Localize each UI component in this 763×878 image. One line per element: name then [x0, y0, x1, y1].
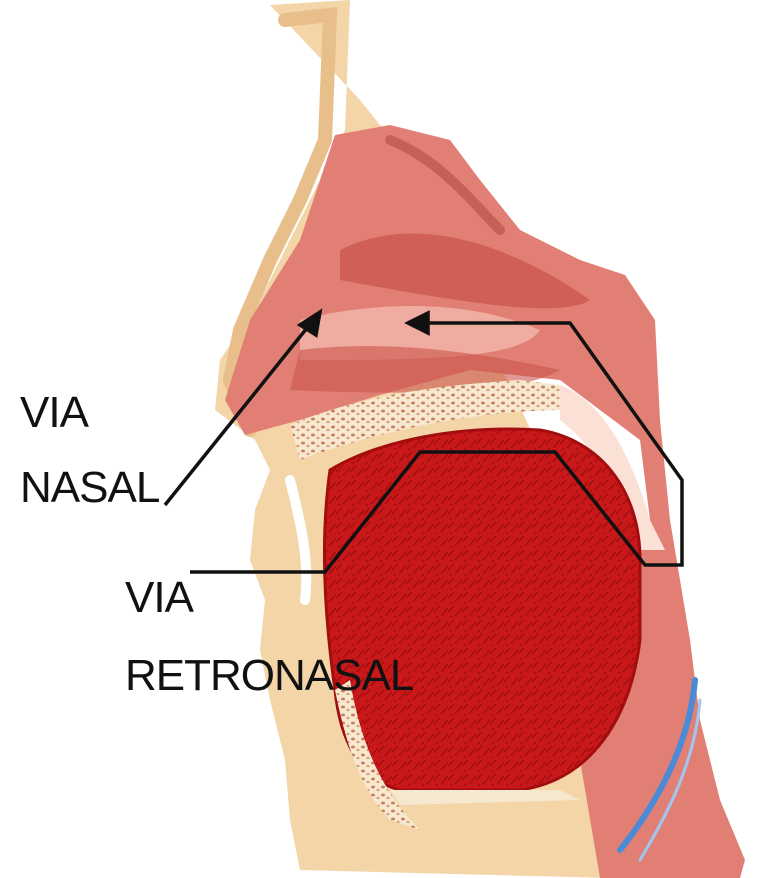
via-nasal-label-line1: VIA [20, 388, 90, 437]
tongue [325, 429, 640, 790]
via-retronasal-label-line1: VIA [125, 573, 195, 622]
via-retronasal-label-line2: RETRONASAL [125, 651, 414, 700]
via-nasal-label-line2: NASAL [20, 463, 160, 512]
